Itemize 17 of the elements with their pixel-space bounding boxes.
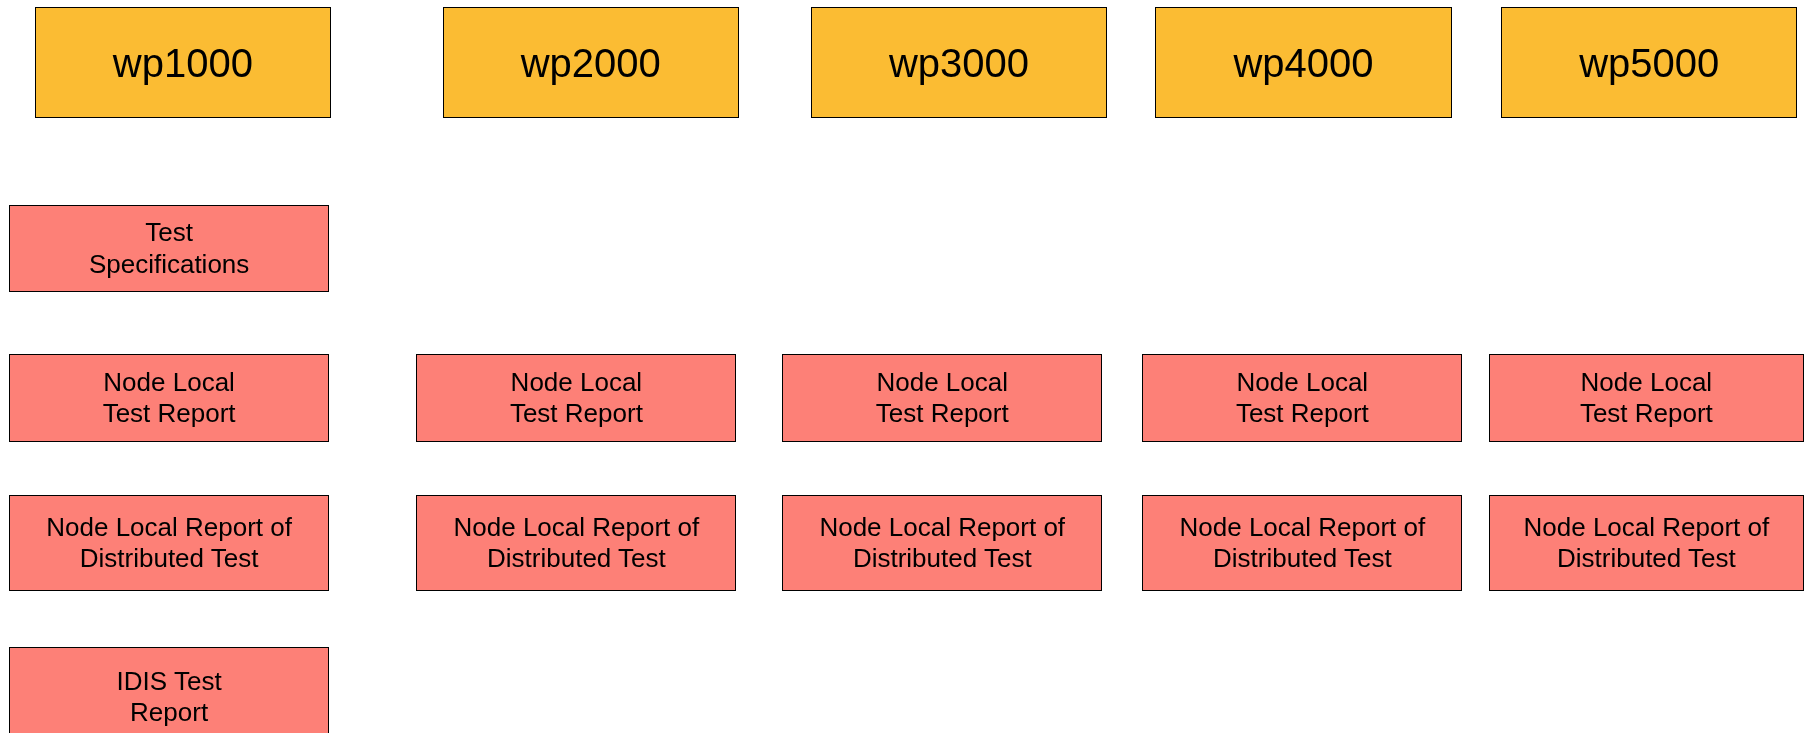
work-package-box: wp2000 [442,6,739,119]
document-box: Node Local Test Report [9,354,330,442]
document-box: Node Local Test Report [782,354,1103,442]
document-box: Node Local Test Report [1142,354,1463,442]
document-box: Node Local Report of Distributed Test [782,494,1103,592]
work-package-box: wp4000 [1155,6,1452,119]
document-box: Node Local Report of Distributed Test [9,494,330,592]
document-box: Node Local Report of Distributed Test [416,494,737,592]
document-box: IDIS Test Report [9,646,330,733]
work-package-box: wp5000 [1501,6,1798,119]
work-package-box: wp1000 [34,6,332,119]
document-box: Node Local Report of Distributed Test [1142,494,1463,592]
document-box: Node Local Test Report [1488,354,1804,442]
work-package-box: wp3000 [811,6,1107,119]
document-box: Test Specifications [9,204,330,293]
document-box: Node Local Test Report [416,354,737,442]
document-box: Node Local Report of Distributed Test [1488,494,1804,592]
